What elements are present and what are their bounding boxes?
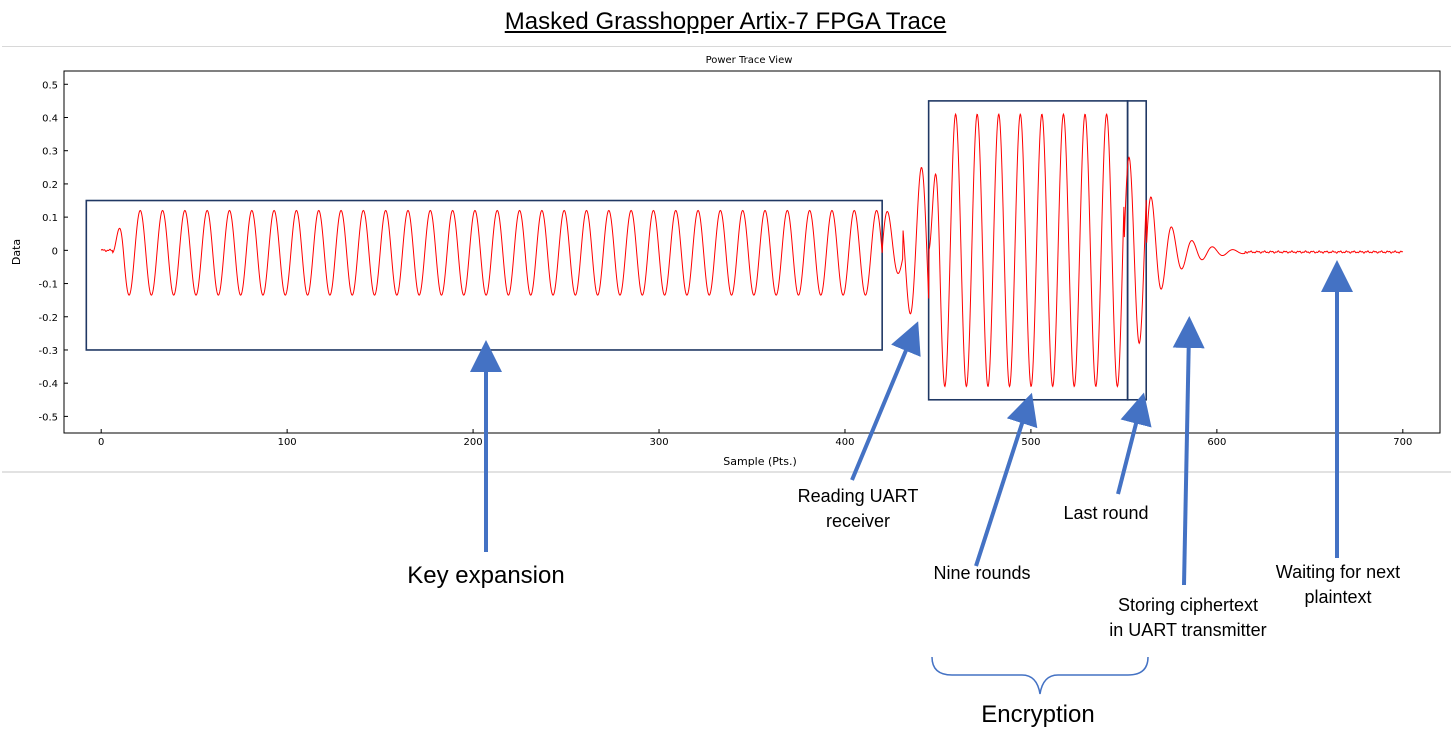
key-expansion-label: Key expansion [407, 562, 565, 589]
key-expansion-box [85, 199, 883, 351]
storing-line2: in UART transmitter [1109, 620, 1267, 640]
waiting-label: Waiting for next plaintext [1233, 560, 1443, 610]
figure-title: Masked Grasshopper Artix-7 FPGA Trace [504, 8, 947, 35]
x-axis-ticks: 0 100 200 300 400 500 600 700 [98, 429, 1412, 448]
region-boxes [85, 100, 1148, 401]
plot-area [63, 70, 1441, 434]
annotation-arrows [470, 260, 1353, 586]
arrow-reading-uart [850, 321, 921, 481]
last-round-label: Last round [1063, 503, 1149, 523]
y-axis-label: Data [10, 239, 23, 265]
trace-series [100, 112, 1404, 388]
y-tick-label-1: -0.4 [38, 379, 58, 390]
storing-line1: Storing ciphertext [1117, 595, 1259, 615]
waiting-line2: plaintext [1304, 587, 1372, 607]
y-tick-label-10: 0.5 [42, 80, 58, 91]
last-round-box [1126, 100, 1148, 401]
x-tick-label-7: 700 [1393, 437, 1412, 448]
y-tick-label-7: 0.2 [42, 180, 58, 191]
waiting-line1: Waiting for next [1275, 562, 1401, 582]
trace-line [100, 112, 1404, 388]
x-tick-label-6: 600 [1207, 437, 1226, 448]
reading-uart-line1: Reading UART [797, 486, 919, 506]
x-axis-label: Sample (Pts.) [723, 455, 797, 468]
y-tick-label-6: 0.1 [42, 213, 58, 224]
x-tick-label-1: 100 [278, 437, 297, 448]
y-tick-label-2: -0.3 [38, 346, 58, 357]
nine-rounds-label: Nine rounds [933, 563, 1031, 583]
y-axis-ticks: -0.5 -0.4 -0.3 -0.2 -0.1 0 0.1 0.2 0.3 0.4 0.5 [38, 80, 68, 423]
x-tick-label-3: 300 [649, 437, 668, 448]
reading-uart-label: Reading UART receiver [768, 484, 948, 534]
chart-title: Power Trace View [706, 55, 793, 66]
y-tick-label-9: 0.4 [42, 113, 58, 124]
reading-uart-line2: receiver [825, 511, 891, 531]
y-tick-label-5: 0 [52, 246, 58, 257]
arrow-nine-rounds [974, 392, 1038, 567]
encryption-label: Encryption [981, 701, 1095, 728]
x-tick-label-4: 400 [835, 437, 854, 448]
y-tick-label-0: -0.5 [38, 412, 58, 423]
y-tick-label-3: -0.2 [38, 313, 58, 324]
arrow-last-round [1116, 392, 1152, 495]
x-tick-label-5: 500 [1021, 437, 1040, 448]
x-tick-label-2: 200 [464, 437, 483, 448]
y-tick-label-4: -0.1 [38, 280, 58, 291]
storing-ciphertext-label: Storing ciphertext in UART transmitter [1073, 593, 1303, 643]
encryption-brace [931, 656, 1149, 695]
arrow-storing-ciphertext [1172, 316, 1205, 586]
x-tick-label-0: 0 [98, 437, 104, 448]
y-tick-label-8: 0.3 [42, 147, 58, 158]
